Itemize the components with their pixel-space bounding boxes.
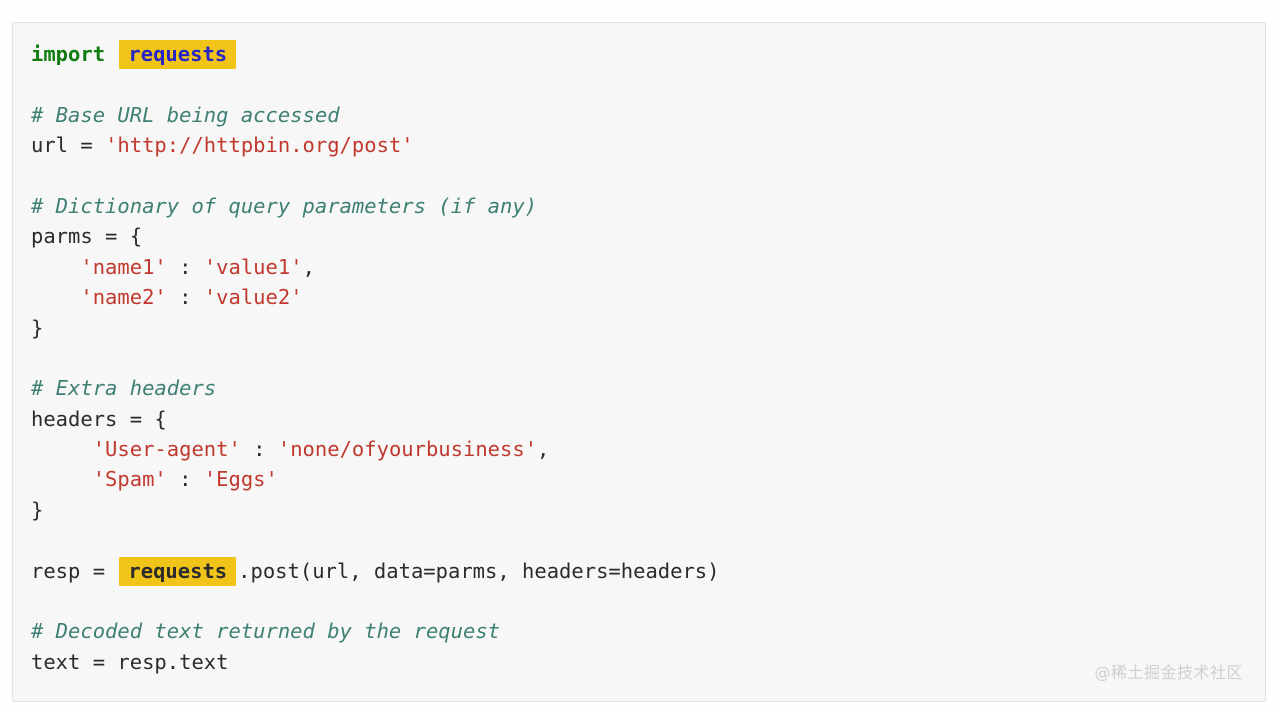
line-headers-spam: 'Spam' : 'Eggs' bbox=[31, 464, 1265, 494]
plain-token: headers = { bbox=[31, 406, 167, 431]
line-comment-extra-headers: # Extra headers bbox=[31, 373, 1265, 403]
plain-token bbox=[31, 255, 80, 279]
comment-token: # Dictionary of query parameters (if any… bbox=[31, 193, 538, 218]
string-token: 'name1' bbox=[80, 254, 167, 279]
code-lines-container: import requests # Base URL being accesse… bbox=[31, 39, 1265, 701]
line-comment-base-url: # Base URL being accessed bbox=[31, 100, 1265, 130]
plain-token bbox=[31, 467, 93, 491]
string-token: 'http://httpbin.org/post' bbox=[105, 133, 414, 158]
plain-token: resp = bbox=[31, 558, 118, 583]
plain-token: : bbox=[166, 285, 204, 310]
line-blank-3 bbox=[31, 343, 1265, 373]
plain-token: parms = { bbox=[31, 224, 143, 249]
plain-token: .post(url, data=parms, headers=headers) bbox=[238, 558, 720, 583]
plain-token: , bbox=[302, 254, 315, 279]
line-comment-dictionary: # Dictionary of query parameters (if any… bbox=[31, 191, 1265, 221]
plain-token: : bbox=[240, 437, 278, 462]
plain-token bbox=[105, 42, 117, 66]
plain-token: } bbox=[31, 497, 44, 522]
plain-token: : bbox=[166, 254, 204, 279]
plain-token: } bbox=[31, 315, 44, 340]
plain-token bbox=[31, 437, 93, 461]
plain-token: : bbox=[166, 467, 204, 492]
line-headers-user-agent: 'User-agent' : 'none/ofyourbusiness', bbox=[31, 434, 1265, 464]
watermark-label: @稀土掘金技术社区 bbox=[1094, 663, 1243, 682]
string-token: 'value1' bbox=[203, 254, 303, 279]
comment-token: # Base URL being accessed bbox=[31, 102, 340, 127]
comment-token: # Decoded text returned by the request bbox=[31, 619, 500, 644]
string-token: 'name2' bbox=[80, 285, 167, 310]
plain-token bbox=[31, 285, 80, 309]
highlighted-module-token: requests bbox=[119, 40, 237, 69]
string-token: 'none/ofyourbusiness' bbox=[277, 437, 538, 462]
string-token: 'value2' bbox=[203, 285, 303, 310]
line-blank-2 bbox=[31, 161, 1265, 191]
keyword-token: import bbox=[31, 42, 106, 66]
line-parms-open: parms = { bbox=[31, 221, 1265, 251]
line-resp-post: resp = requests.post(url, data=parms, he… bbox=[31, 556, 1265, 586]
line-comment-decoded-text: # Decoded text returned by the request bbox=[31, 616, 1265, 646]
code-block-card: import requests # Base URL being accesse… bbox=[12, 22, 1266, 702]
line-url-assign: url = 'http://httpbin.org/post' bbox=[31, 130, 1265, 160]
plain-token: text = resp.text bbox=[31, 649, 229, 674]
line-parms-name2: 'name2' : 'value2' bbox=[31, 282, 1265, 312]
line-blank-4 bbox=[31, 525, 1265, 555]
line-headers-close: } bbox=[31, 495, 1265, 525]
comment-token: # Extra headers bbox=[31, 376, 217, 401]
line-blank-5 bbox=[31, 586, 1265, 616]
line-parms-name1: 'name1' : 'value1', bbox=[31, 252, 1265, 282]
line-blank-1 bbox=[31, 69, 1265, 99]
plain-token: url = bbox=[31, 133, 106, 158]
line-import: import requests bbox=[31, 39, 1265, 69]
line-parms-close: } bbox=[31, 313, 1265, 343]
highlighted-module-token: requests bbox=[119, 556, 237, 586]
string-token: 'Eggs' bbox=[203, 467, 278, 492]
line-text-assign: text = resp.text bbox=[31, 647, 1265, 677]
line-headers-open: headers = { bbox=[31, 404, 1265, 434]
plain-token: , bbox=[537, 437, 550, 462]
string-token: 'Spam' bbox=[92, 467, 167, 492]
string-token: 'User-agent' bbox=[92, 437, 241, 462]
